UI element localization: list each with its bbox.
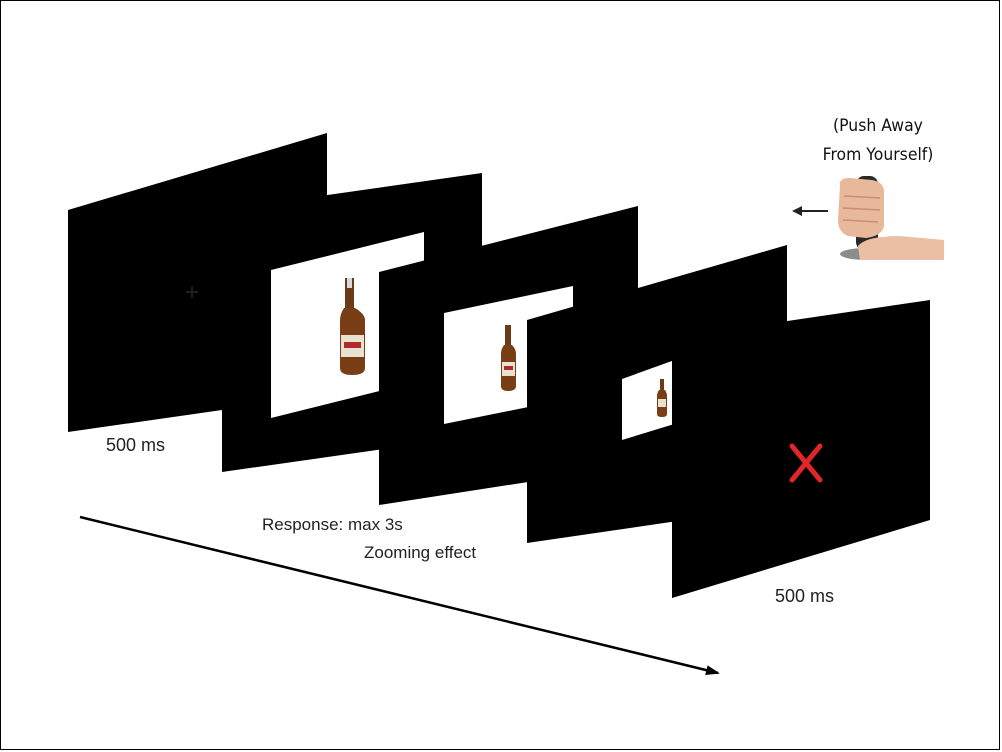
instruction-line-1: (Push Away [833,115,923,135]
feedback-duration-label: 500 ms [775,586,834,606]
zoom-label: Zooming effect [364,543,476,562]
response-label: Response: max 3s [262,515,403,534]
fixation-cross: + [185,279,199,306]
beer-bottle-icon [501,325,516,391]
joystick-hand-icon [838,176,944,260]
fixation-duration-label: 500 ms [106,435,165,455]
instruction-line-2: From Yourself) [823,144,934,164]
push-direction-arrow-icon [792,206,828,216]
error-cross-icon [789,443,823,483]
time-arrow [79,515,720,676]
joystick-instruction: (Push Away From Yourself) [792,115,944,260]
beer-bottle-icon [657,379,667,417]
beer-bottle-icon [340,278,365,375]
feedback-screen [672,300,930,598]
